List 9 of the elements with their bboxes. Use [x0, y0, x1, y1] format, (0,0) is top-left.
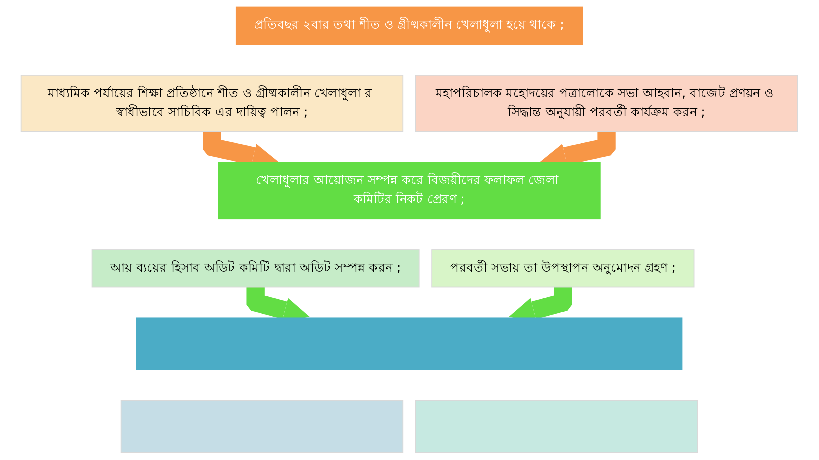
node-box: মহাপরিচালক মহোদয়ের পত্রালোকে সভা আহবান, বাজেট প্রণয়ন ও সিদ্ধান্ত অনুযায়ী পরবর্তী কার্যক্রম করন ;: [415, 75, 798, 132]
node-box: খেলাধুলার আয়োজন সম্পন্ন করে বিজয়ীদের ফলাফল জেলা কমিটির নিকট প্রেরণ ;: [218, 162, 601, 220]
node-box: [415, 400, 698, 454]
node-box: পরবর্তী সভায় তা উপস্থাপন অনুমোদন গ্রহণ ;: [432, 250, 695, 288]
node-bar: [136, 318, 683, 370]
node-box: [120, 400, 404, 454]
node-box: মাধ্যমিক পর্যায়ের শিক্ষা প্রতিষ্ঠানে শীত ও গ্রীষ্মকালীন খেলাধুলা র স্বাধীভাবে সাচিবিক এর দায়িত্ব পালন ;: [20, 75, 404, 132]
node-box: আয় ব্যয়ের হিসাব অডিট কমিটি দ্বারা অডিট সম্পন্ন করন ;: [92, 250, 420, 288]
node-box: প্রতিবছর ২বার তথা শীত ও গ্রীষ্মকালীন খেলাধুলা হয়ে থাকে ;: [236, 6, 584, 45]
